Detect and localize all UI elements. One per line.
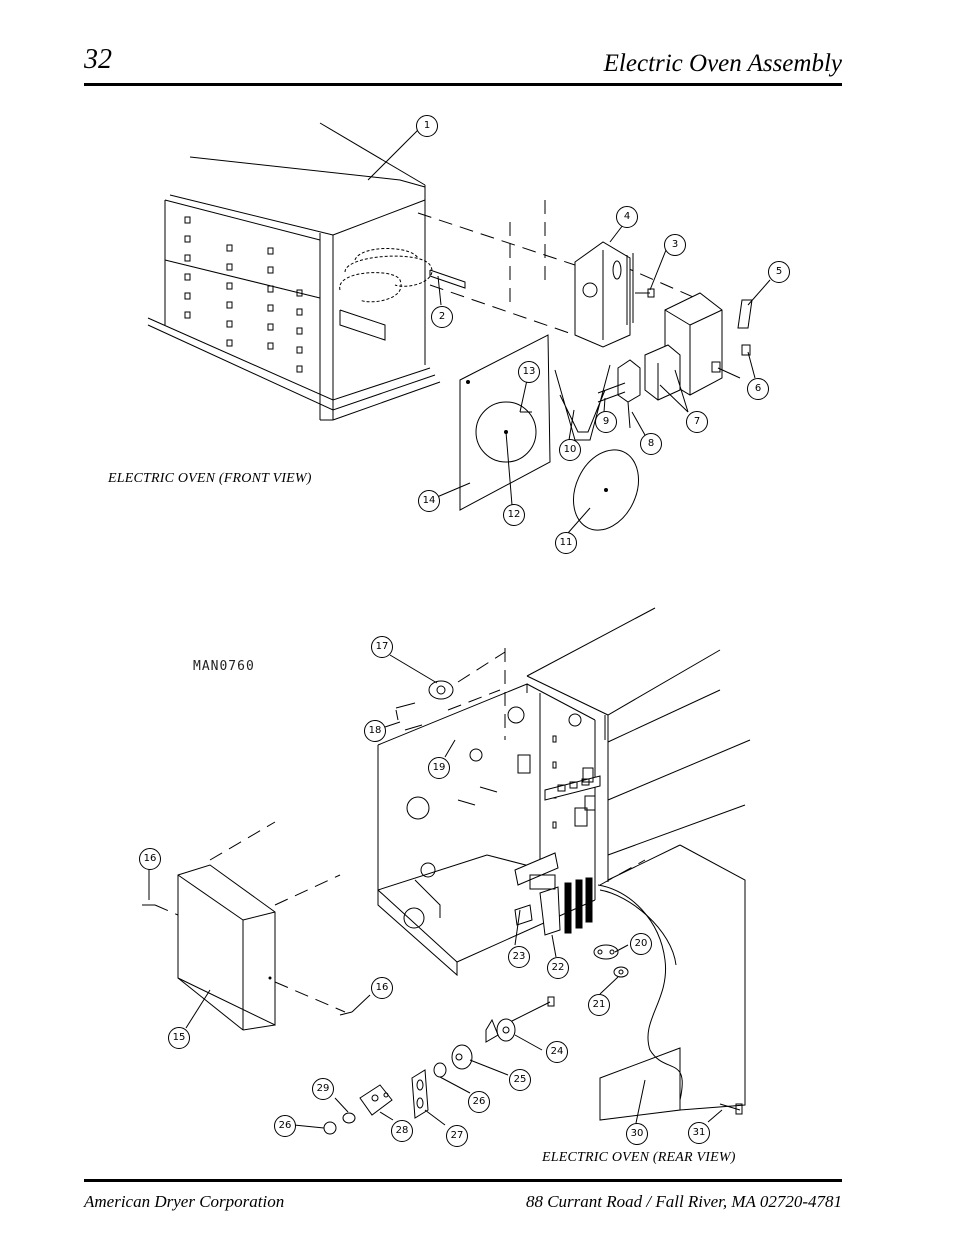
callout-26a: 26	[468, 1091, 490, 1113]
front-view-caption: ELECTRIC OVEN (FRONT VIEW)	[108, 471, 312, 486]
callout-21: 21	[588, 994, 610, 1016]
cover-disc	[573, 449, 639, 531]
callout-28: 28	[391, 1120, 413, 1142]
footer-address: 88 Currant Road / Fall River, MA 02720-4…	[525, 1192, 842, 1211]
screw-part-18a	[395, 702, 416, 709]
oven-housing-rear	[377, 607, 751, 977]
callout-16b: 16	[371, 977, 393, 999]
terminal-strip	[517, 754, 601, 827]
heater-back-plate	[459, 334, 551, 511]
mounting-studs	[457, 786, 498, 806]
callout-6: 6	[747, 378, 769, 400]
oven-housing-front	[147, 122, 466, 421]
callout-12: 12	[503, 504, 525, 526]
footer-company: American Dryer Corporation	[84, 1192, 285, 1211]
callout-9: 9	[595, 411, 617, 433]
vent-slots	[184, 216, 303, 373]
callout-18: 18	[364, 720, 386, 742]
callout-30: 30	[626, 1123, 648, 1145]
screw-part-18b	[404, 724, 423, 731]
callout-31: 31	[688, 1122, 710, 1144]
callout-13: 13	[518, 361, 540, 383]
terminal-clamp	[593, 944, 629, 978]
hardware-stack	[323, 996, 555, 1135]
callout-17: 17	[371, 636, 393, 658]
angle-bracket	[644, 344, 681, 401]
hi-limit-switch	[617, 359, 641, 429]
callout-8: 8	[640, 433, 662, 455]
callout-11: 11	[555, 532, 577, 554]
callout-19: 19	[428, 757, 450, 779]
callout-1: 1	[416, 115, 438, 137]
sensor-rod	[737, 299, 753, 329]
callout-20: 20	[630, 933, 652, 955]
callout-25: 25	[509, 1069, 531, 1091]
callout-27: 27	[446, 1125, 468, 1147]
callout-23: 23	[508, 946, 530, 968]
callout-3: 3	[664, 234, 686, 256]
footer-rule	[84, 1179, 842, 1182]
callout-2: 2	[431, 306, 453, 328]
page-title: Electric Oven Assembly	[603, 50, 842, 77]
callout-15: 15	[168, 1027, 190, 1049]
grommet-part-17	[428, 680, 454, 700]
drawing-number: MAN0760	[193, 659, 255, 674]
screw-part-3	[635, 288, 655, 298]
callout-24: 24	[546, 1041, 568, 1063]
wire-harness-panel	[597, 844, 746, 1121]
bolt-part-31	[719, 1103, 743, 1115]
callout-4: 4	[616, 206, 638, 228]
rear-view-caption: ELECTRIC OVEN (REAR VIEW)	[542, 1150, 736, 1165]
callout-10: 10	[559, 439, 581, 461]
callout-26b: 26	[274, 1115, 296, 1137]
thermostat-bracket	[574, 241, 634, 348]
screw-part-16b	[339, 1011, 353, 1016]
callout-14: 14	[418, 490, 440, 512]
contactor-assembly	[514, 852, 593, 936]
callout-16a: 16	[139, 848, 161, 870]
callout-29: 29	[312, 1078, 334, 1100]
callout-5: 5	[768, 261, 790, 283]
callout-22: 22	[547, 957, 569, 979]
header-rule	[84, 83, 842, 86]
rear-access-cover	[177, 864, 276, 1031]
callout-7: 7	[686, 411, 708, 433]
retaining-clip	[554, 364, 611, 441]
page-number: 32	[84, 44, 112, 75]
